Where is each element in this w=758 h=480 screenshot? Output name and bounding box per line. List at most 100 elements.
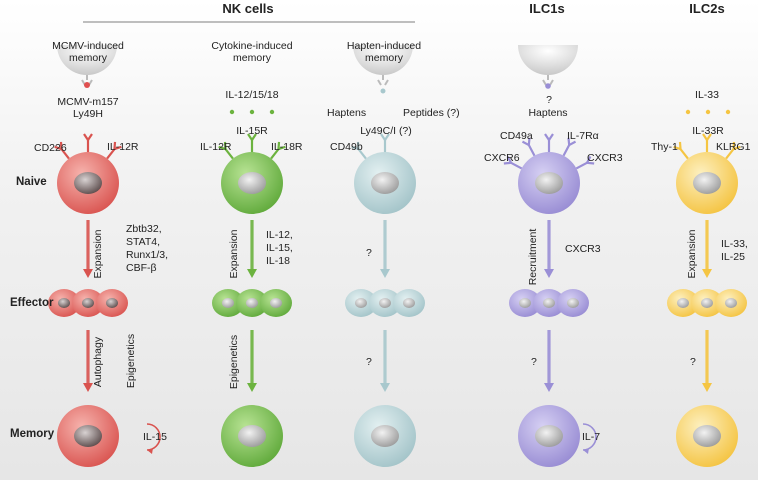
thy1-label: Thy-1 (651, 141, 678, 153)
ilc1-il7-loop-label: IL-7 (582, 431, 601, 443)
hapten-arrowhead-1 (380, 269, 390, 278)
ilc1-memory-nucleus (535, 425, 563, 447)
row-label-effector: Effector (10, 297, 54, 309)
il33r-label: IL-33R (692, 125, 724, 137)
mcmv-il15-loop-label: IL-15 (143, 431, 167, 443)
hapten-effector-nucleus-2 (403, 298, 415, 308)
cytokine-title-line1: Cytokine-induced (211, 40, 293, 52)
ilc2-receptor-0 (673, 141, 689, 160)
mcmv-effector-nucleus-2 (106, 298, 118, 308)
mcmv-receptor-0 (54, 141, 70, 160)
ilc2-factor-2: IL-25 (721, 251, 745, 263)
ilc1-arrowhead-2 (544, 383, 554, 392)
nk-cells-header: NK cells (222, 1, 274, 16)
mcmv-receptor-1 (83, 133, 93, 152)
cytokine-factor-3: IL-18 (266, 255, 290, 267)
ilc2-receptor-2 (725, 141, 741, 160)
cytokine-effector-nucleus-0 (222, 298, 234, 308)
cytokine-il12r-label: IL-12R (200, 141, 232, 153)
ilc2-arrowhead-2 (702, 383, 712, 392)
mcmv-memory-nucleus (74, 425, 102, 447)
ilc2-memory-nucleus (693, 425, 721, 447)
cytokine-factor-1: IL-12, (266, 229, 293, 241)
cytokine-receptor-2 (270, 141, 286, 160)
hapten-title-line2: memory (365, 52, 403, 64)
cytokine-memory-nucleus (238, 425, 266, 447)
il7ra-label: IL-7Rα (567, 130, 599, 142)
mcmv-receptor-2 (106, 141, 122, 160)
ilc2-arrowhead-1 (702, 269, 712, 278)
mcmv-epigenetics-label: Epigenetics (125, 333, 137, 389)
ilc2-factor-1: IL-33, (721, 238, 748, 250)
ilc1-receptor-4 (575, 155, 595, 170)
ilc1-question-top: ? (546, 94, 552, 106)
ilc2-effector-nucleus-0 (677, 298, 689, 308)
ilc1-naive-nucleus (535, 172, 563, 194)
cytokine-receptor-1 (247, 133, 257, 152)
il33-label: IL-33 (695, 89, 719, 101)
mcmv-factor-4: CBF-β (126, 262, 157, 274)
ly49h-label: Ly49H (73, 108, 103, 120)
mcmv-antigen-label: MCMV-m157 (57, 96, 119, 108)
mcmv-effector-nucleus-1 (82, 298, 94, 308)
ilc1-haptens-label: Haptens (528, 107, 568, 119)
hapten-arrow1-question: ? (366, 247, 372, 259)
hapten-arrowhead-2 (380, 383, 390, 392)
mcmv-arrowhead-1 (83, 269, 93, 278)
mcmv-factor-1: Zbtb32, (126, 223, 162, 235)
hapten-arrow2-question: ? (366, 356, 372, 368)
ilc2-effector-nucleus-1 (701, 298, 713, 308)
ilc1-effector-nucleus-0 (519, 298, 531, 308)
cytokine-effector-nucleus-2 (270, 298, 282, 308)
cytokine-effector-nucleus-1 (246, 298, 258, 308)
mcmv-factor-2: STAT4, (126, 236, 161, 248)
il12-15-18-label: IL-12/15/18 (225, 89, 279, 101)
ly49ci-label: Ly49C/I (?) (360, 125, 412, 137)
mcmv-expansion-label: Expansion (92, 229, 104, 279)
mcmv-arrowhead-2 (83, 383, 93, 392)
hapten-receptor-1 (380, 133, 390, 152)
ilc1-receptor-0 (503, 155, 523, 170)
hapten-title-line1: Hapten-induced (346, 40, 422, 52)
ilc2-expansion-label: Expansion (686, 229, 698, 279)
hapten-effector-nucleus-1 (379, 298, 391, 308)
ilc1-header: ILC1s (529, 1, 565, 16)
cd49b-label: CD49b (330, 141, 363, 153)
ilc1-cxcr3-receptor-label: CXCR3 (587, 152, 623, 164)
ilc2-naive-nucleus (693, 172, 721, 194)
mcmv-effector-nucleus-0 (58, 298, 70, 308)
cxcr6-label: CXCR6 (484, 152, 520, 164)
ilc1-cxcr3-arrow-label: CXCR3 (565, 243, 601, 255)
cytokine-arrowhead-1 (247, 269, 257, 278)
ilc1-receptor-1 (521, 137, 536, 157)
hapten-receptor-0 (351, 141, 367, 160)
il15r-label: IL-15R (236, 125, 268, 137)
cytokine-epigenetics-label: Epigenetics (228, 334, 240, 390)
recruitment-label: Recruitment (527, 228, 539, 286)
cytokine-naive-nucleus (238, 172, 266, 194)
cytokine-arrowhead-2 (247, 383, 257, 392)
klrg1-label: KLRG1 (716, 141, 751, 153)
hapten-memory-nucleus (371, 425, 399, 447)
cd49a-label: CD49a (500, 130, 533, 142)
ilc1-receptor-2 (544, 133, 554, 152)
mcmv-autophagy-label: Autophagy (92, 336, 104, 388)
ilc2-effector-nucleus-2 (725, 298, 737, 308)
row-label-naive: Naive (16, 176, 47, 188)
mcmv-factor-3: Runx1/3, (126, 249, 169, 261)
mcmv-il12r-label: IL-12R (107, 141, 139, 153)
ilc2-receptor-1 (702, 133, 712, 152)
mcmv-title-line1: MCMV-induced (52, 40, 124, 52)
peptides-label: Peptides (?) (403, 107, 460, 119)
ilc1-receptor-3 (562, 137, 577, 157)
ilc2-header: ILC2s (689, 1, 725, 16)
row-label-memory: Memory (10, 428, 55, 440)
cytokine-expansion-label: Expansion (228, 229, 240, 279)
ilc2-arrow2-question: ? (690, 356, 696, 368)
ilc1-effector-nucleus-1 (543, 298, 555, 308)
il18r-label: IL-18R (271, 141, 303, 153)
mcmv-naive-nucleus (74, 172, 102, 194)
ilc1-arrowhead-1 (544, 269, 554, 278)
cytokine-receptor-0 (218, 141, 234, 160)
